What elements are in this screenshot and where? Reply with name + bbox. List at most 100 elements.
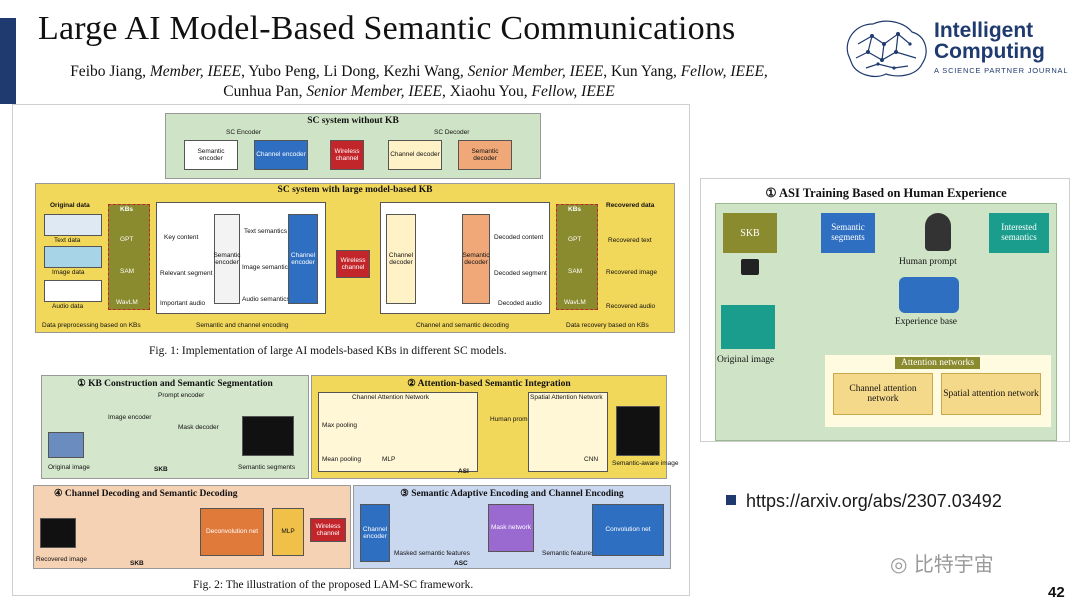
asc-label: ASC bbox=[454, 560, 468, 567]
watermark: ◎ 比特宇宙 bbox=[890, 552, 994, 576]
text-data-label: Text data bbox=[54, 237, 81, 244]
journal-subtitle: A SCIENCE PARTNER JOURNAL bbox=[934, 66, 1069, 75]
mask-decoder-label: Mask decoder bbox=[178, 424, 219, 431]
human-prompt-icon bbox=[925, 213, 951, 251]
semantic-aware-image-label: Semantic-aware image bbox=[612, 460, 679, 467]
figure-frame: SC system without KB SC Encoder SC Decod… bbox=[12, 104, 690, 596]
spatial-attention-label: Spatial Attention Network bbox=[530, 394, 603, 401]
lock-icon bbox=[741, 259, 759, 275]
mean-pooling-label: Mean pooling bbox=[322, 456, 362, 463]
image-semantics-label: Image semantics bbox=[242, 264, 292, 271]
semantic-encoding-panel: ③ Semantic Adaptive Encoding and Channel… bbox=[353, 485, 671, 569]
semantic-encoder-box: Semantic encoder bbox=[184, 140, 238, 170]
panel-title: ④ Channel Decoding and Semantic Decoding bbox=[54, 489, 238, 499]
author-list: Feibo Jiang, Member, IEEE, Yubo Peng, Li… bbox=[70, 63, 768, 100]
relevant-segment-label: Relevant segment bbox=[160, 270, 213, 277]
decoded-segment-label: Decoded segment bbox=[494, 270, 547, 277]
audio-data-label: Audio data bbox=[52, 303, 84, 310]
skb-label: SKB bbox=[154, 466, 168, 473]
asi-label: ASI bbox=[458, 468, 469, 475]
semantic-segments-box: Semantic segments bbox=[821, 213, 875, 253]
original-image-thumb bbox=[48, 432, 84, 458]
kb-construction-panel: ① KB Construction and Semantic Segmentat… bbox=[41, 375, 309, 479]
human-prompt-label: Human prompt bbox=[490, 416, 533, 423]
gpt-label: GPT bbox=[568, 236, 582, 243]
max-pooling-label: Max pooling bbox=[322, 422, 358, 429]
wavlm-label: WavLM bbox=[564, 299, 586, 306]
text-data-icon bbox=[44, 214, 102, 236]
original-image-label: Original image bbox=[717, 355, 775, 365]
fig1-caption: Fig. 1: Implementation of large AI model… bbox=[149, 345, 507, 357]
wireless-channel-box: Wireless channel bbox=[310, 518, 346, 542]
prompt-encoder-label: Prompt encoder bbox=[158, 392, 205, 399]
experience-base-label: Experience base bbox=[895, 317, 957, 327]
recovered-image-thumb bbox=[40, 518, 76, 548]
semantic-features-label: Semantic features bbox=[542, 550, 595, 557]
bullet-icon bbox=[726, 495, 736, 505]
channel-encoder-box: Channel encoder bbox=[254, 140, 308, 170]
text-semantics-label: Text semantics bbox=[244, 228, 287, 235]
human-prompt-label: Human prompt bbox=[899, 257, 957, 267]
decoding-footer: Channel and semantic decoding bbox=[416, 322, 509, 329]
kbs-label: KBs bbox=[568, 206, 582, 213]
deconvolution-net-box: Deconvolution net bbox=[200, 508, 264, 556]
arxiv-link[interactable]: https://arxiv.org/abs/2307.03492 bbox=[726, 491, 1002, 512]
cnn-label: CNN bbox=[584, 456, 599, 463]
semantic-segments-stack bbox=[242, 416, 294, 456]
decoding-panel: ④ Channel Decoding and Semantic Decoding… bbox=[33, 485, 351, 569]
slide-title: Large AI Model-Based Semantic Communicat… bbox=[38, 10, 736, 47]
semantic-decoder-block: Semantic decoder bbox=[462, 214, 490, 304]
recovery-footer: Data recovery based on KBs bbox=[566, 322, 649, 329]
mlp-label: MLP bbox=[382, 456, 396, 463]
decoded-content-label: Decoded content bbox=[494, 234, 544, 241]
channel-encoder-block: Channel encoder bbox=[288, 214, 318, 304]
original-image-icon bbox=[721, 305, 775, 349]
convolution-net-box: Convolution net bbox=[592, 504, 664, 556]
skb-label: SKB bbox=[130, 560, 144, 567]
skb-box: SKB bbox=[723, 213, 777, 253]
channel-encoder-box: Channel encoder bbox=[360, 504, 390, 562]
channel-attention-box: Channel attention network bbox=[833, 373, 933, 415]
channel-attention-region bbox=[318, 392, 478, 472]
asi-figure-frame: ① ASI Training Based on Human Experience… bbox=[700, 178, 1070, 442]
semantic-segments-label: Semantic segments bbox=[238, 464, 296, 471]
recovered-audio-label: Recovered audio bbox=[606, 303, 656, 310]
mask-network-box: Mask network bbox=[488, 504, 534, 552]
panel-title: ③ Semantic Adaptive Encoding and Channel… bbox=[400, 489, 624, 499]
spatial-attention-region bbox=[528, 392, 608, 472]
fig2-caption: Fig. 2: The illustration of the proposed… bbox=[193, 579, 474, 591]
accent-bar bbox=[0, 18, 16, 104]
panel-title: ① KB Construction and Semantic Segmentat… bbox=[77, 379, 273, 389]
kbs-label: KBs bbox=[120, 206, 134, 213]
sam-label: SAM bbox=[568, 268, 583, 275]
experience-base-icon bbox=[899, 277, 959, 313]
sc-encoder-label: SC Encoder bbox=[226, 129, 262, 136]
recovered-image-label: Recovered image bbox=[606, 269, 657, 276]
channel-decoder-box: MLP bbox=[272, 508, 304, 556]
attention-integration-panel: ② Attention-based Semantic Integration C… bbox=[311, 375, 678, 479]
recovered-text-label: Recovered text bbox=[608, 237, 652, 244]
image-data-label: Image data bbox=[52, 269, 85, 276]
audio-data-icon bbox=[44, 280, 102, 302]
attention-networks-label: Attention networks bbox=[895, 357, 981, 369]
journal-name: Intelligent Computing bbox=[934, 19, 1045, 63]
channel-decoder-block: Channel decoder bbox=[386, 214, 416, 304]
image-encoder-label: Image encoder bbox=[108, 414, 152, 421]
semantic-decoder-box: Semantic decoder bbox=[458, 140, 512, 170]
channel-attention-label: Channel Attention Network bbox=[352, 394, 429, 401]
asi-title: ① ASI Training Based on Human Experience bbox=[765, 186, 1007, 200]
brain-logo-icon bbox=[846, 20, 927, 77]
image-data-icon bbox=[44, 246, 102, 268]
encoding-footer: Semantic and channel encoding bbox=[196, 322, 289, 329]
gpt-label: GPT bbox=[120, 236, 134, 243]
audio-semantics-label: Audio semantics bbox=[242, 296, 290, 303]
semantic-encoder-block: Semantic encoder bbox=[213, 214, 241, 304]
sc-without-kb-panel: SC system without KB SC Encoder SC Decod… bbox=[165, 113, 541, 179]
decoded-audio-label: Decoded audio bbox=[498, 300, 542, 307]
semantic-aware-image-thumb bbox=[616, 406, 660, 456]
interested-semantics-box: Interested semantics bbox=[989, 213, 1049, 253]
preprocessing-footer: Data preprocessing based on KBs bbox=[42, 322, 141, 329]
sc-with-kb-panel: SC system with large model-based KB Orig… bbox=[35, 183, 675, 333]
original-image-label: Original image bbox=[48, 464, 90, 471]
important-audio-label: Important audio bbox=[160, 300, 206, 307]
